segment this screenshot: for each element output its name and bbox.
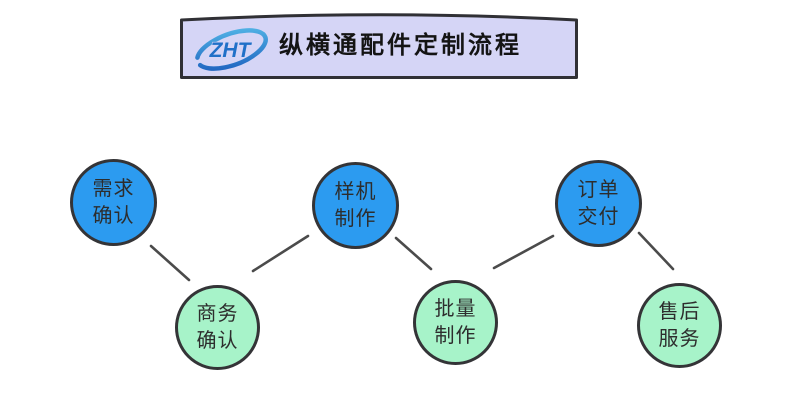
node-label-line: 制作 — [434, 324, 477, 347]
flow-node-batch-production: 批量 制作 — [413, 280, 498, 365]
zht-logo-icon: ZHT — [195, 28, 268, 71]
flow-node-requirement-confirm: 需求 确认 — [70, 159, 157, 246]
flow-node-prototype-build: 样机 制作 — [312, 162, 399, 249]
edge-requirement-to-business — [149, 244, 191, 282]
node-label-line: 订单 — [577, 178, 620, 201]
node-label-line: 服务 — [658, 327, 701, 350]
node-label-line: 售后 — [658, 300, 701, 323]
node-label-line: 需求 — [92, 177, 135, 200]
logo-text: ZHT — [209, 39, 253, 62]
node-label-line: 确认 — [92, 204, 135, 227]
edge-business-to-prototype — [251, 234, 310, 273]
node-label-line: 确认 — [196, 329, 239, 352]
flow-node-order-delivery: 订单 交付 — [555, 160, 642, 247]
flow-node-after-sales-service: 售后 服务 — [637, 283, 722, 368]
edge-order-to-aftersales — [637, 231, 675, 271]
edge-batch-to-order — [492, 234, 555, 270]
banner-title: 纵横通配件定制流程 — [279, 32, 522, 59]
node-label-line: 样机 — [334, 180, 377, 203]
node-label-line: 制作 — [334, 207, 377, 230]
node-label-line: 交付 — [577, 205, 620, 228]
node-label-line: 商务 — [196, 302, 239, 325]
edge-prototype-to-batch — [394, 236, 433, 271]
flow-node-business-confirm: 商务 确认 — [175, 285, 260, 370]
node-label-line: 批量 — [434, 297, 477, 320]
